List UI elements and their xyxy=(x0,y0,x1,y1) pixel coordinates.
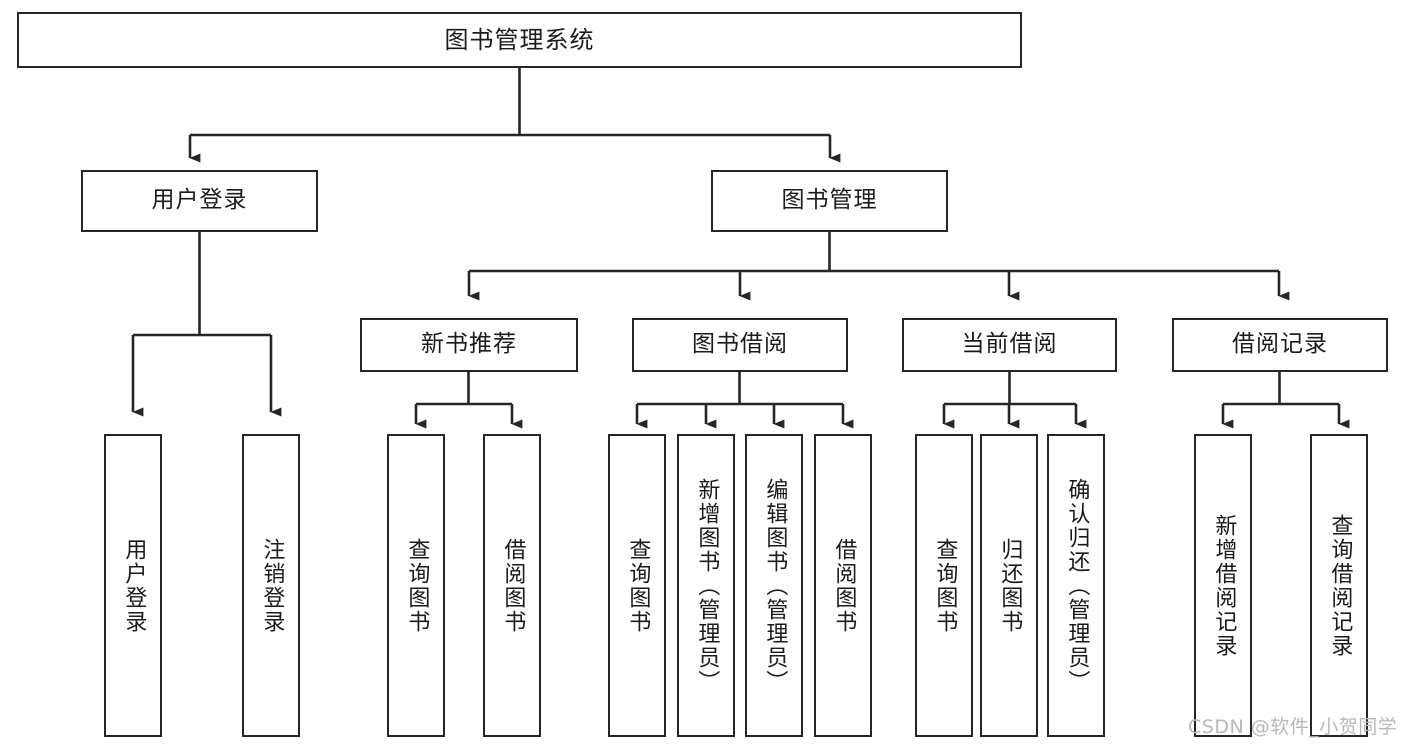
node-new-book-recommend[interactable]: 新书推荐 xyxy=(360,318,578,372)
node-book-borrow[interactable]: 图书借阅 xyxy=(632,318,848,372)
leaf-book-borrow-edit-admin[interactable]: 编辑图书（管理员） xyxy=(745,434,803,737)
node-user-login[interactable]: 用户登录 xyxy=(81,170,318,232)
node-label: 借阅图书 xyxy=(831,537,857,634)
node-label: 新增图书（管理员） xyxy=(694,477,720,694)
node-label: 查询图书 xyxy=(404,537,430,634)
csdn-watermark: CSDN @软件_小贺同学 xyxy=(1188,716,1398,738)
node-current-borrow[interactable]: 当前借阅 xyxy=(902,318,1117,372)
leaf-book-borrow-query[interactable]: 查询图书 xyxy=(608,434,666,737)
node-label: 当前借阅 xyxy=(961,331,1058,358)
leaf-user-login-logout[interactable]: 注销登录 xyxy=(242,434,300,737)
node-label: 确认归还（管理员） xyxy=(1064,477,1090,694)
node-label: 用户登录 xyxy=(121,537,147,634)
node-book-management[interactable]: 图书管理 xyxy=(711,170,948,232)
leaf-new-book-query[interactable]: 查询图书 xyxy=(387,434,445,737)
node-label: 查询图书 xyxy=(625,537,651,634)
node-label: 借阅记录 xyxy=(1232,331,1328,358)
node-label: 借阅图书 xyxy=(500,537,526,634)
node-root-book-management-system[interactable]: 图书管理系统 xyxy=(17,12,1022,68)
leaf-current-borrow-return[interactable]: 归还图书 xyxy=(980,434,1038,737)
node-label: 查询借阅记录 xyxy=(1327,513,1353,658)
leaf-book-borrow-borrow[interactable]: 借阅图书 xyxy=(814,434,872,737)
leaf-current-borrow-query[interactable]: 查询图书 xyxy=(915,434,973,737)
leaf-book-borrow-add-admin[interactable]: 新增图书（管理员） xyxy=(677,434,735,737)
leaf-user-login-login[interactable]: 用户登录 xyxy=(104,434,162,737)
leaf-current-borrow-confirm-admin[interactable]: 确认归还（管理员） xyxy=(1047,434,1105,737)
node-label: 新书推荐 xyxy=(421,331,517,358)
leaf-borrow-record-add[interactable]: 新增借阅记录 xyxy=(1194,434,1252,737)
node-label: 用户登录 xyxy=(151,187,248,214)
node-label: 新增借阅记录 xyxy=(1211,513,1237,658)
node-label: 图书管理系统 xyxy=(444,25,595,54)
node-label: 注销登录 xyxy=(259,537,285,634)
leaf-borrow-record-query[interactable]: 查询借阅记录 xyxy=(1310,434,1368,737)
node-label: 查询图书 xyxy=(932,537,958,634)
leaf-new-book-borrow[interactable]: 借阅图书 xyxy=(483,434,541,737)
node-label: 编辑图书（管理员） xyxy=(762,477,788,694)
node-label: 图书管理 xyxy=(781,187,878,214)
node-label: 图书借阅 xyxy=(692,331,788,358)
node-borrow-record[interactable]: 借阅记录 xyxy=(1172,318,1388,372)
node-label: 归还图书 xyxy=(997,537,1023,634)
